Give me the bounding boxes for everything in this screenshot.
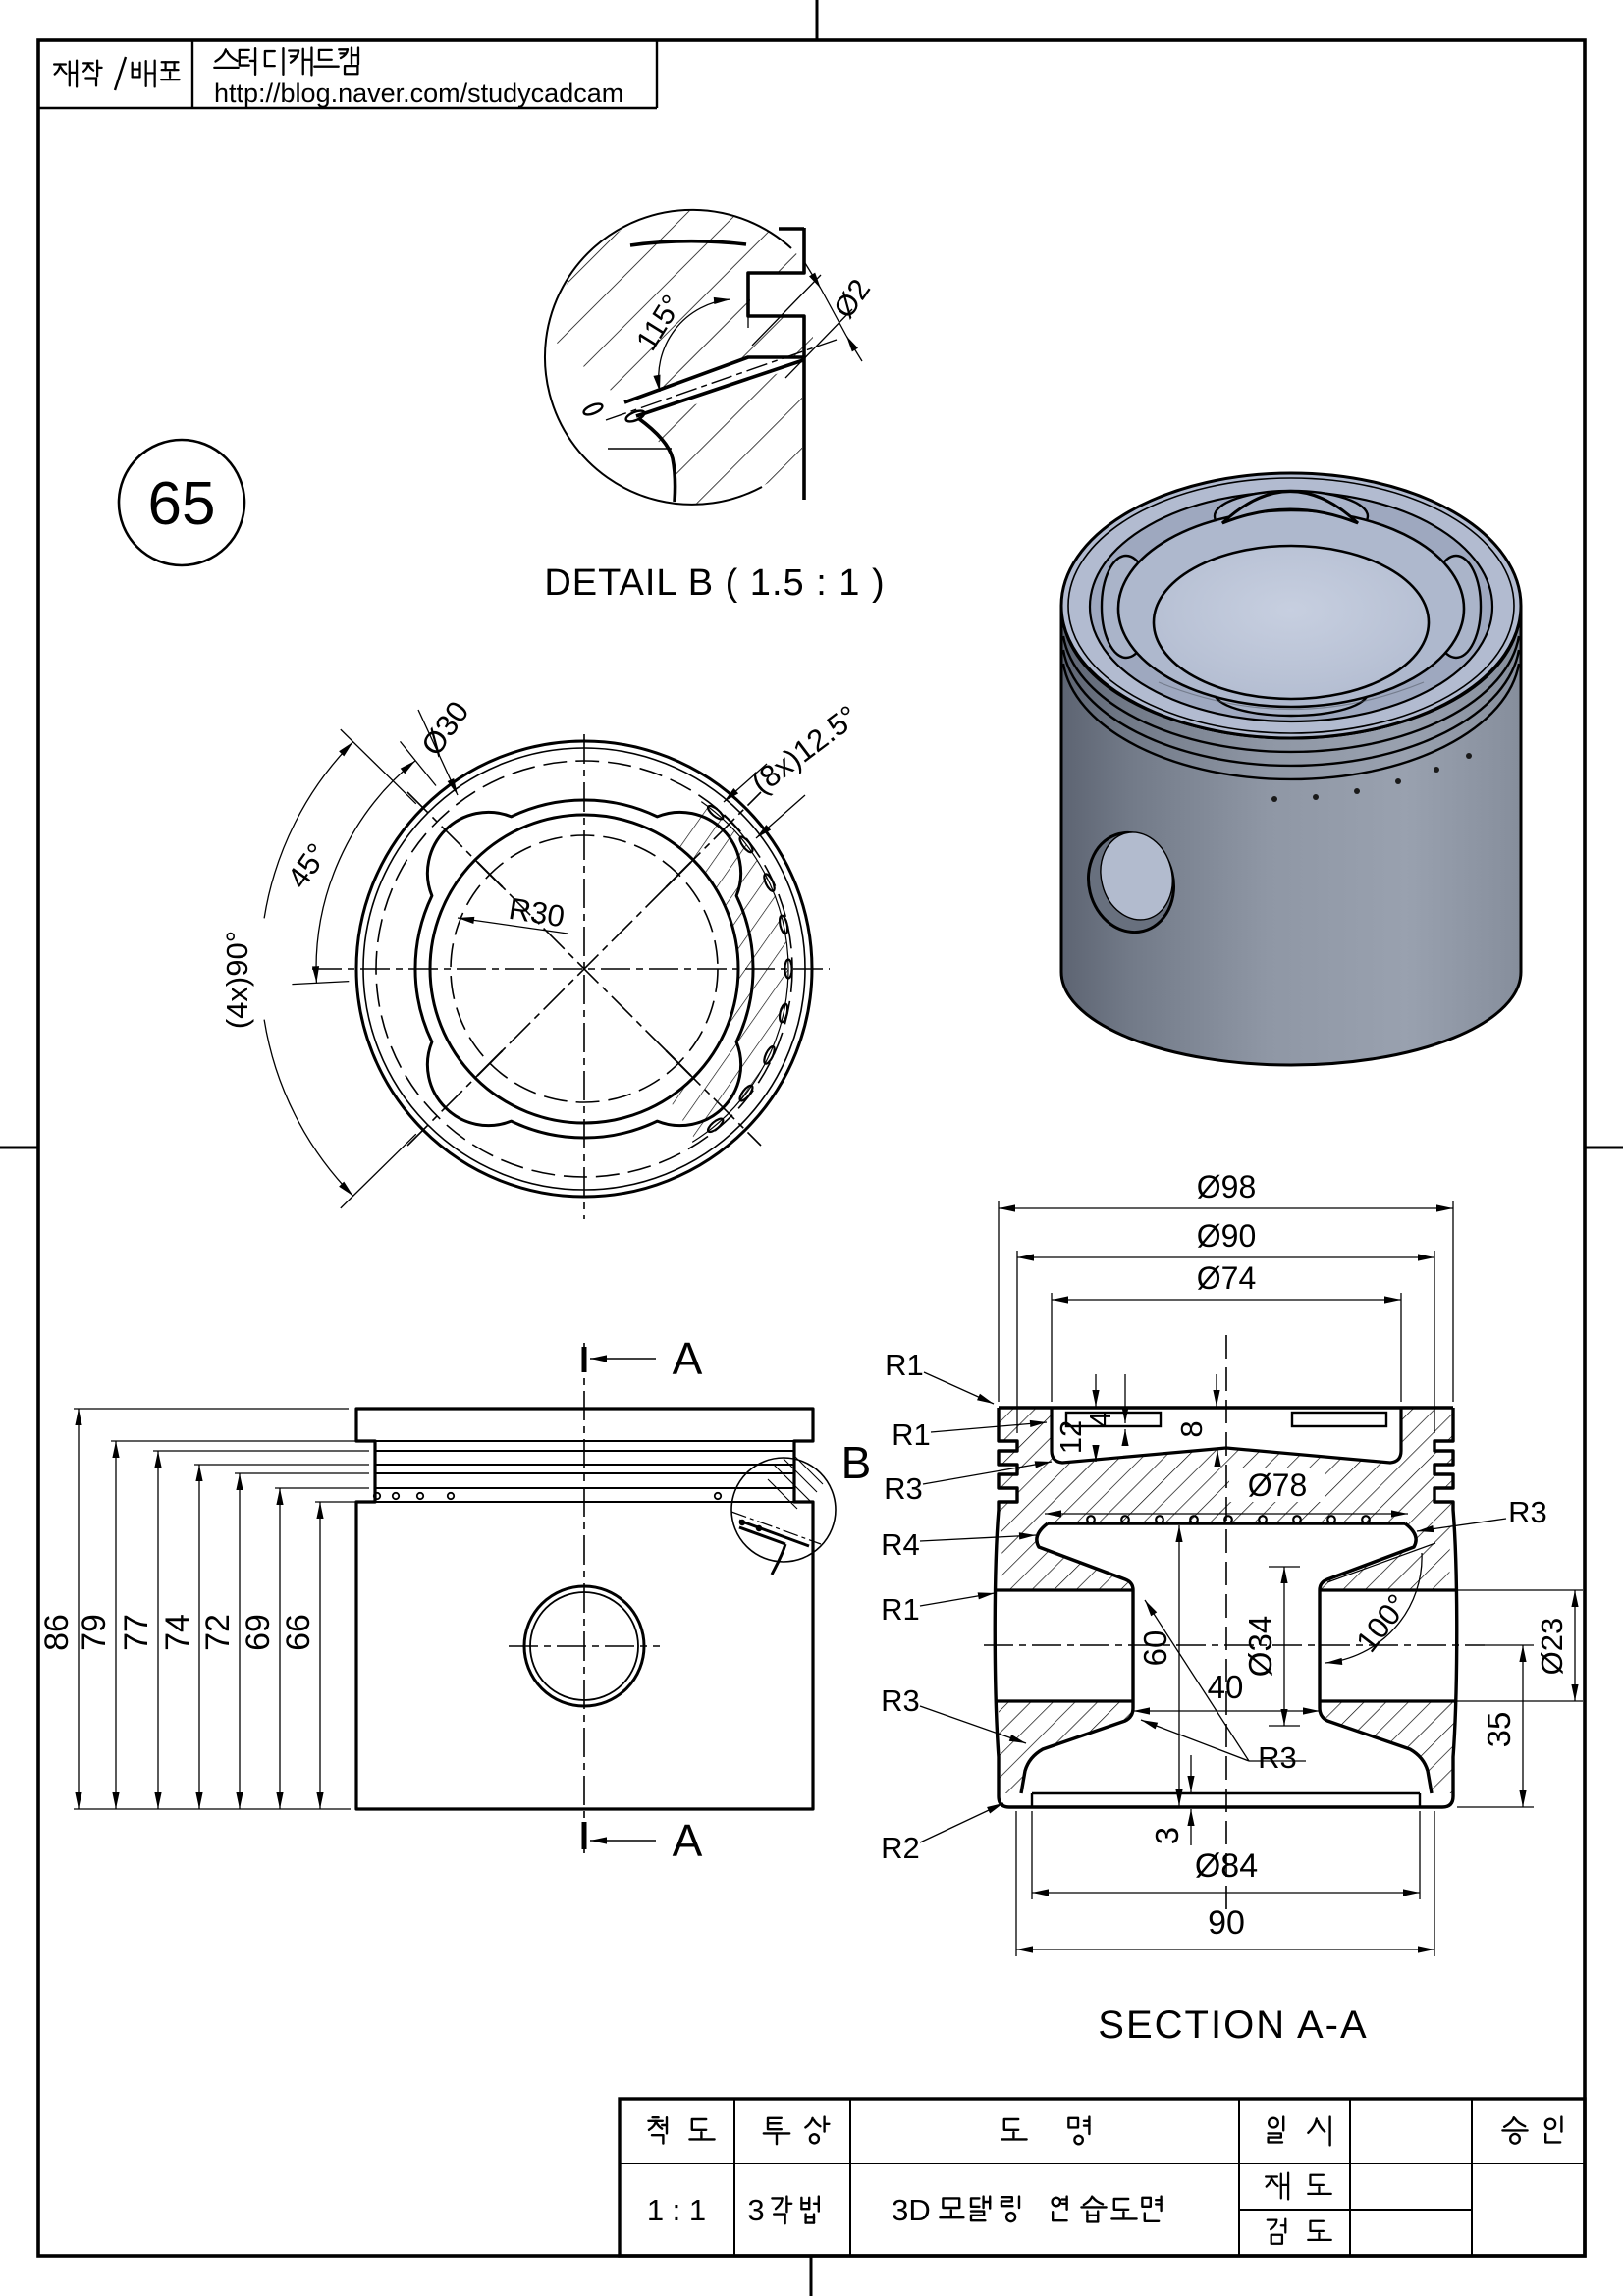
svg-text:http://blog.naver.com/studycad: http://blog.naver.com/studycadcam	[214, 79, 623, 108]
svg-text:90: 90	[1208, 1904, 1245, 1942]
svg-text:R2: R2	[881, 1831, 920, 1865]
svg-text:65: 65	[148, 470, 216, 538]
svg-text:8: 8	[1174, 1420, 1209, 1437]
svg-text:79: 79	[76, 1614, 113, 1651]
svg-text:R1: R1	[881, 1592, 920, 1627]
svg-text:77: 77	[118, 1614, 155, 1651]
svg-text:R1: R1	[892, 1417, 931, 1452]
svg-text:Ø23: Ø23	[1535, 1618, 1569, 1676]
svg-text:40: 40	[1208, 1669, 1244, 1705]
svg-text:35: 35	[1481, 1712, 1517, 1748]
svg-text:R4: R4	[881, 1527, 920, 1562]
svg-text:B: B	[841, 1437, 872, 1488]
svg-text:Ø34: Ø34	[1242, 1616, 1278, 1677]
svg-text:66: 66	[280, 1614, 317, 1651]
svg-text:Ø90: Ø90	[1197, 1218, 1256, 1254]
svg-text:69: 69	[240, 1614, 277, 1651]
svg-text:3: 3	[747, 2193, 764, 2227]
svg-text:Ø74: Ø74	[1197, 1260, 1256, 1296]
svg-text:72: 72	[199, 1614, 237, 1651]
svg-text:1 : 1: 1 : 1	[647, 2193, 706, 2227]
svg-text:(4x)90°: (4x)90°	[220, 931, 254, 1029]
svg-text:A: A	[673, 1815, 703, 1866]
svg-text:R3: R3	[884, 1471, 923, 1506]
svg-text:Ø84: Ø84	[1195, 1847, 1258, 1885]
svg-text:DETAIL B ( 1.5 : 1 ): DETAIL B ( 1.5 : 1 )	[544, 562, 885, 604]
svg-text:SECTION A-A: SECTION A-A	[1098, 2003, 1368, 2047]
svg-text:Ø98: Ø98	[1197, 1169, 1256, 1204]
svg-text:A: A	[673, 1333, 703, 1384]
svg-text:R3: R3	[881, 1683, 920, 1718]
svg-text:74: 74	[159, 1614, 196, 1651]
svg-text:R3: R3	[1258, 1740, 1297, 1775]
svg-text:Ø78: Ø78	[1248, 1468, 1307, 1503]
svg-text:R3: R3	[1508, 1495, 1547, 1529]
svg-text:3D: 3D	[892, 2193, 931, 2227]
svg-text:4: 4	[1083, 1411, 1117, 1427]
svg-text:3: 3	[1149, 1827, 1185, 1844]
svg-text:R1: R1	[885, 1348, 924, 1382]
svg-text:60: 60	[1137, 1630, 1173, 1667]
svg-text:86: 86	[38, 1614, 76, 1651]
svg-text:12: 12	[1054, 1420, 1088, 1454]
